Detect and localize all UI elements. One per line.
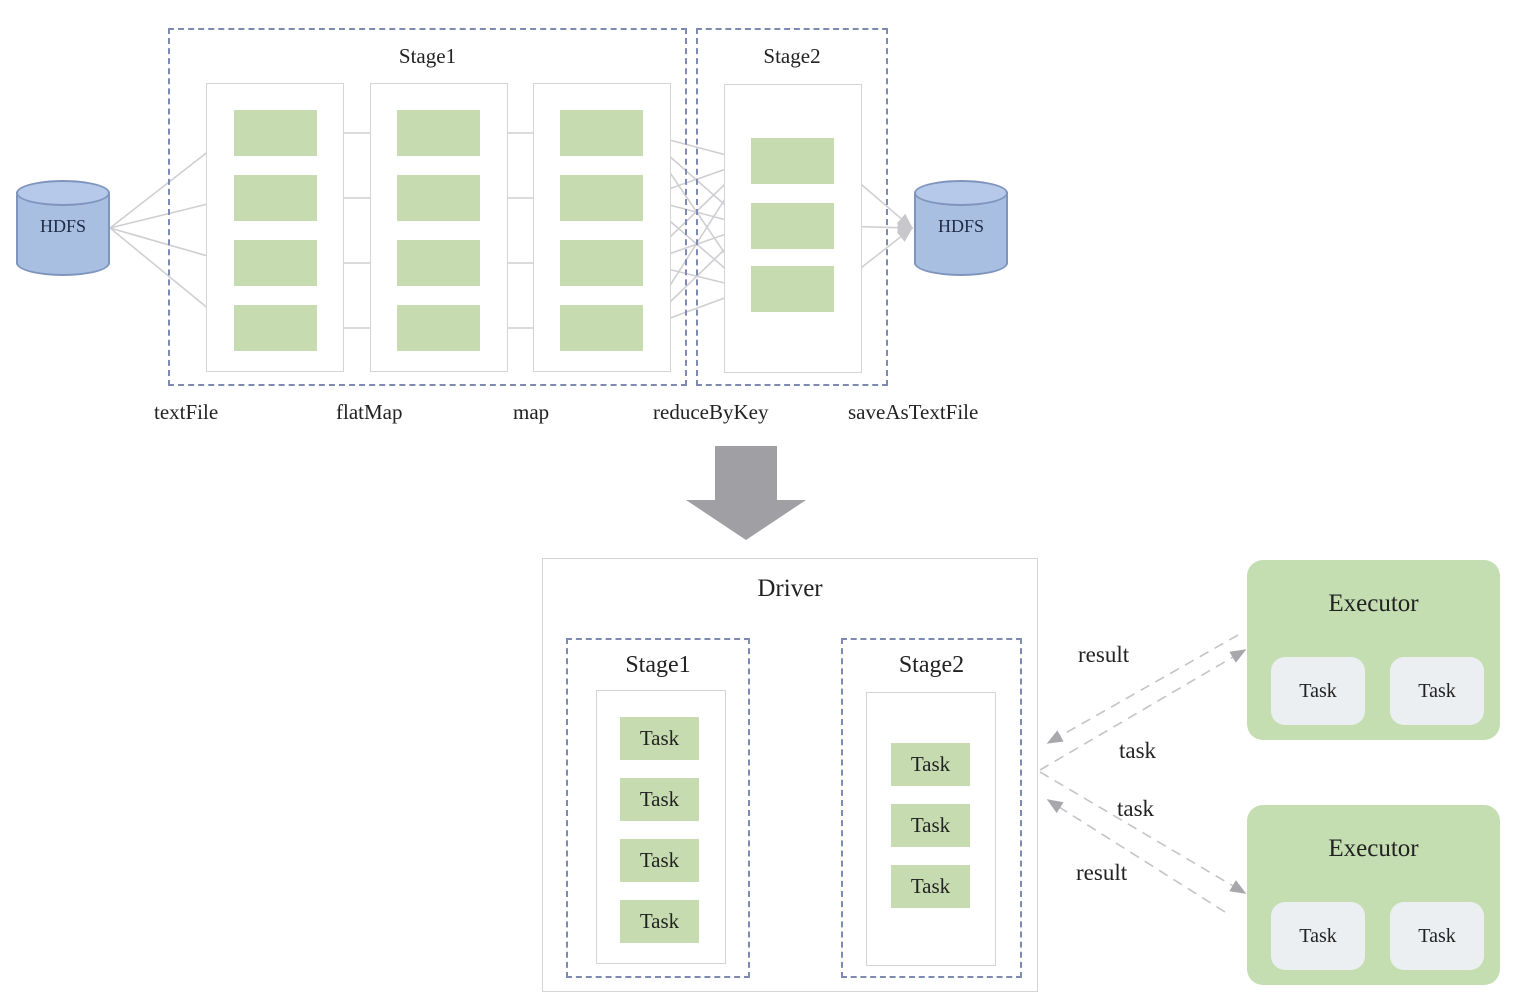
op-label-flatmap: flatMap: [336, 400, 403, 424]
down-arrow-icon: [686, 446, 806, 540]
driver-stage1-task: Task: [620, 717, 699, 760]
op-label-reducebykey: reduceByKey: [653, 400, 769, 424]
rdd-partition: [751, 138, 834, 184]
comm-label-task-bottom: task: [1117, 796, 1155, 821]
stage2-title: Stage2: [763, 44, 821, 68]
executor-1-task: Task: [1390, 657, 1484, 725]
executor-1-task: Task: [1271, 657, 1365, 725]
rdd-partition: [751, 266, 834, 312]
rdd-partition: [234, 175, 317, 221]
driver-stage2-task: Task: [891, 743, 970, 786]
comm-label-result-top: result: [1078, 642, 1130, 667]
result-return-arrow: [1046, 634, 1239, 744]
hdfs-sink-label: HDFS: [937, 216, 985, 236]
driver-stage2-task: Task: [891, 804, 970, 847]
op-label-map: map: [513, 400, 550, 424]
rdd-partition: [234, 240, 317, 286]
rdd-partition: [397, 240, 480, 286]
task-dispatch-arrow: [1039, 771, 1247, 894]
comm-label-result-bottom: result: [1076, 860, 1128, 885]
driver-stage1-container: Stage1: [566, 638, 750, 978]
hdfs-sink-cylinder: HDFS: [914, 180, 1008, 276]
op-label-saveastextfile: saveAsTextFile: [848, 400, 979, 424]
rdd-partition: [751, 203, 834, 249]
executor-2: Executor Task Task: [1247, 805, 1500, 985]
comm-label-task-top: task: [1119, 738, 1157, 763]
executor-1-title: Executor: [1328, 590, 1419, 617]
driver-stage1-task: Task: [620, 839, 699, 882]
rdd-partition: [234, 110, 317, 156]
driver-stage2-task: Task: [891, 865, 970, 908]
rdd-partition: [560, 175, 643, 221]
executor-2-task: Task: [1390, 902, 1484, 970]
driver-stage2-container: Stage2: [841, 638, 1022, 978]
executor-2-task: Task: [1271, 902, 1365, 970]
executor-2-title: Executor: [1328, 835, 1419, 862]
executor-1: Executor Task Task: [1247, 560, 1500, 740]
rdd-partition: [397, 110, 480, 156]
stage2-container: Stage2: [696, 28, 888, 386]
hdfs-source-label: HDFS: [39, 216, 87, 236]
rdd-partition: [397, 175, 480, 221]
rdd-partition: [560, 305, 643, 351]
driver-stage1-task: Task: [620, 778, 699, 821]
stage1-container: Stage1: [168, 28, 687, 386]
hdfs-source-cylinder: HDFS: [16, 180, 110, 276]
op-label-textfile: textFile: [154, 400, 219, 424]
driver-stage1-title: Stage1: [625, 652, 691, 678]
driver-title: Driver: [757, 575, 823, 602]
rdd-partition: [234, 305, 317, 351]
driver-stage2-title: Stage2: [898, 652, 965, 678]
rdd-partition: [560, 110, 643, 156]
rdd-partition: [560, 240, 643, 286]
driver-stage1-task: Task: [620, 900, 699, 943]
stage1-title: Stage1: [398, 44, 457, 68]
rdd-partition: [397, 305, 480, 351]
